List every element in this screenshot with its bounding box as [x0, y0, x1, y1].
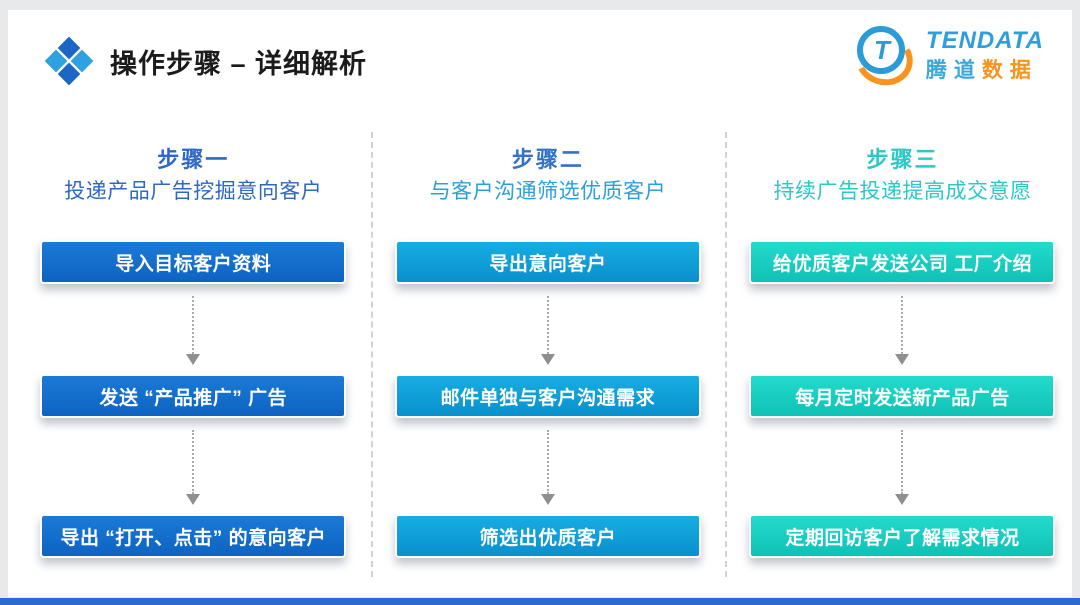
down-arrow — [895, 284, 910, 374]
step-1-box-1: 导入目标客户资料 — [40, 240, 347, 284]
column-step-1: 步骤一 投递产品广告挖掘意向客户 导入目标客户资料 发送 “产品推广” 广告 导… — [16, 148, 371, 558]
logo-text: TENDATA 腾道数据 — [925, 27, 1044, 82]
logo-letter: T — [873, 34, 890, 65]
logo-brand-cn-blue: 腾道 — [925, 58, 982, 82]
step-3-box-2: 每月定时发送新产品广告 — [749, 374, 1056, 418]
step-3-title: 步骤三 — [866, 147, 939, 172]
column-separator-1 — [371, 132, 373, 577]
step-1-box-3: 导出 “打开、点击” 的意向客户 — [40, 514, 347, 558]
down-arrow — [540, 284, 555, 374]
logo-blue-ring: T — [856, 26, 905, 74]
logo-brand-en: TENDATA — [925, 27, 1044, 55]
step-2-box-3: 筛选出优质客户 — [394, 514, 701, 558]
arrow-head-icon — [895, 354, 910, 365]
page-title: 操作步骤 – 详细解析 — [110, 48, 368, 79]
step-2-box-2: 邮件单独与客户沟通需求 — [394, 374, 701, 418]
tendata-logo-icon: T — [848, 24, 920, 93]
step-1-title: 步骤一 — [157, 147, 230, 172]
arrow-dotted-line — [901, 430, 904, 494]
arrow-dotted-line — [546, 296, 549, 354]
slide-header: 操作步骤 – 详细解析 — [44, 36, 368, 86]
arrow-head-icon — [186, 354, 201, 365]
step-2-box-1: 导出意向客户 — [394, 240, 701, 284]
step-3-box-3: 定期回访客户了解需求情况 — [749, 514, 1056, 558]
step-2-title: 步骤二 — [511, 147, 584, 172]
arrow-dotted-line — [192, 296, 195, 354]
steps-container: 步骤一 投递产品广告挖掘意向客户 导入目标客户资料 发送 “产品推广” 广告 导… — [16, 148, 1080, 558]
column-step-3: 步骤三 持续广告投递提高成交意愿 给优质客户发送公司 工厂介绍 每月定时发送新产… — [725, 148, 1080, 558]
logo-brand-cn: 腾道数据 — [926, 59, 1044, 82]
step-2-subtitle: 与客户沟通筛选优质客户 — [429, 180, 667, 203]
slide-canvas: 操作步骤 – 详细解析 T TENDATA 腾道数据 步骤一 投递产品广告挖掘意… — [8, 10, 1072, 597]
arrow-head-icon — [540, 494, 555, 505]
arrow-dotted-line — [546, 430, 549, 494]
down-arrow — [895, 418, 910, 514]
step-3-box-1: 给优质客户发送公司 工厂介绍 — [749, 240, 1056, 284]
down-arrow — [540, 418, 555, 514]
logo-brand-cn-orange: 数据 — [981, 58, 1038, 82]
diamond-cluster-icon — [44, 36, 94, 86]
step-3-subtitle: 持续广告投递提高成交意愿 — [773, 180, 1032, 203]
arrow-head-icon — [540, 354, 555, 365]
arrow-dotted-line — [192, 430, 195, 494]
arrow-head-icon — [186, 494, 201, 505]
step-1-box-2: 发送 “产品推广” 广告 — [40, 374, 347, 418]
column-step-2: 步骤二 与客户沟通筛选优质客户 导出意向客户 邮件单独与客户沟通需求 筛选出优质… — [371, 148, 726, 558]
tendata-logo: T TENDATA 腾道数据 — [848, 24, 1044, 93]
arrow-dotted-line — [901, 296, 904, 354]
bottom-accent-bar — [0, 598, 1080, 605]
column-separator-2 — [725, 132, 727, 577]
arrow-head-icon — [895, 494, 910, 505]
step-1-subtitle: 投递产品广告挖掘意向客户 — [64, 180, 323, 203]
down-arrow — [186, 418, 201, 514]
down-arrow — [186, 284, 201, 374]
